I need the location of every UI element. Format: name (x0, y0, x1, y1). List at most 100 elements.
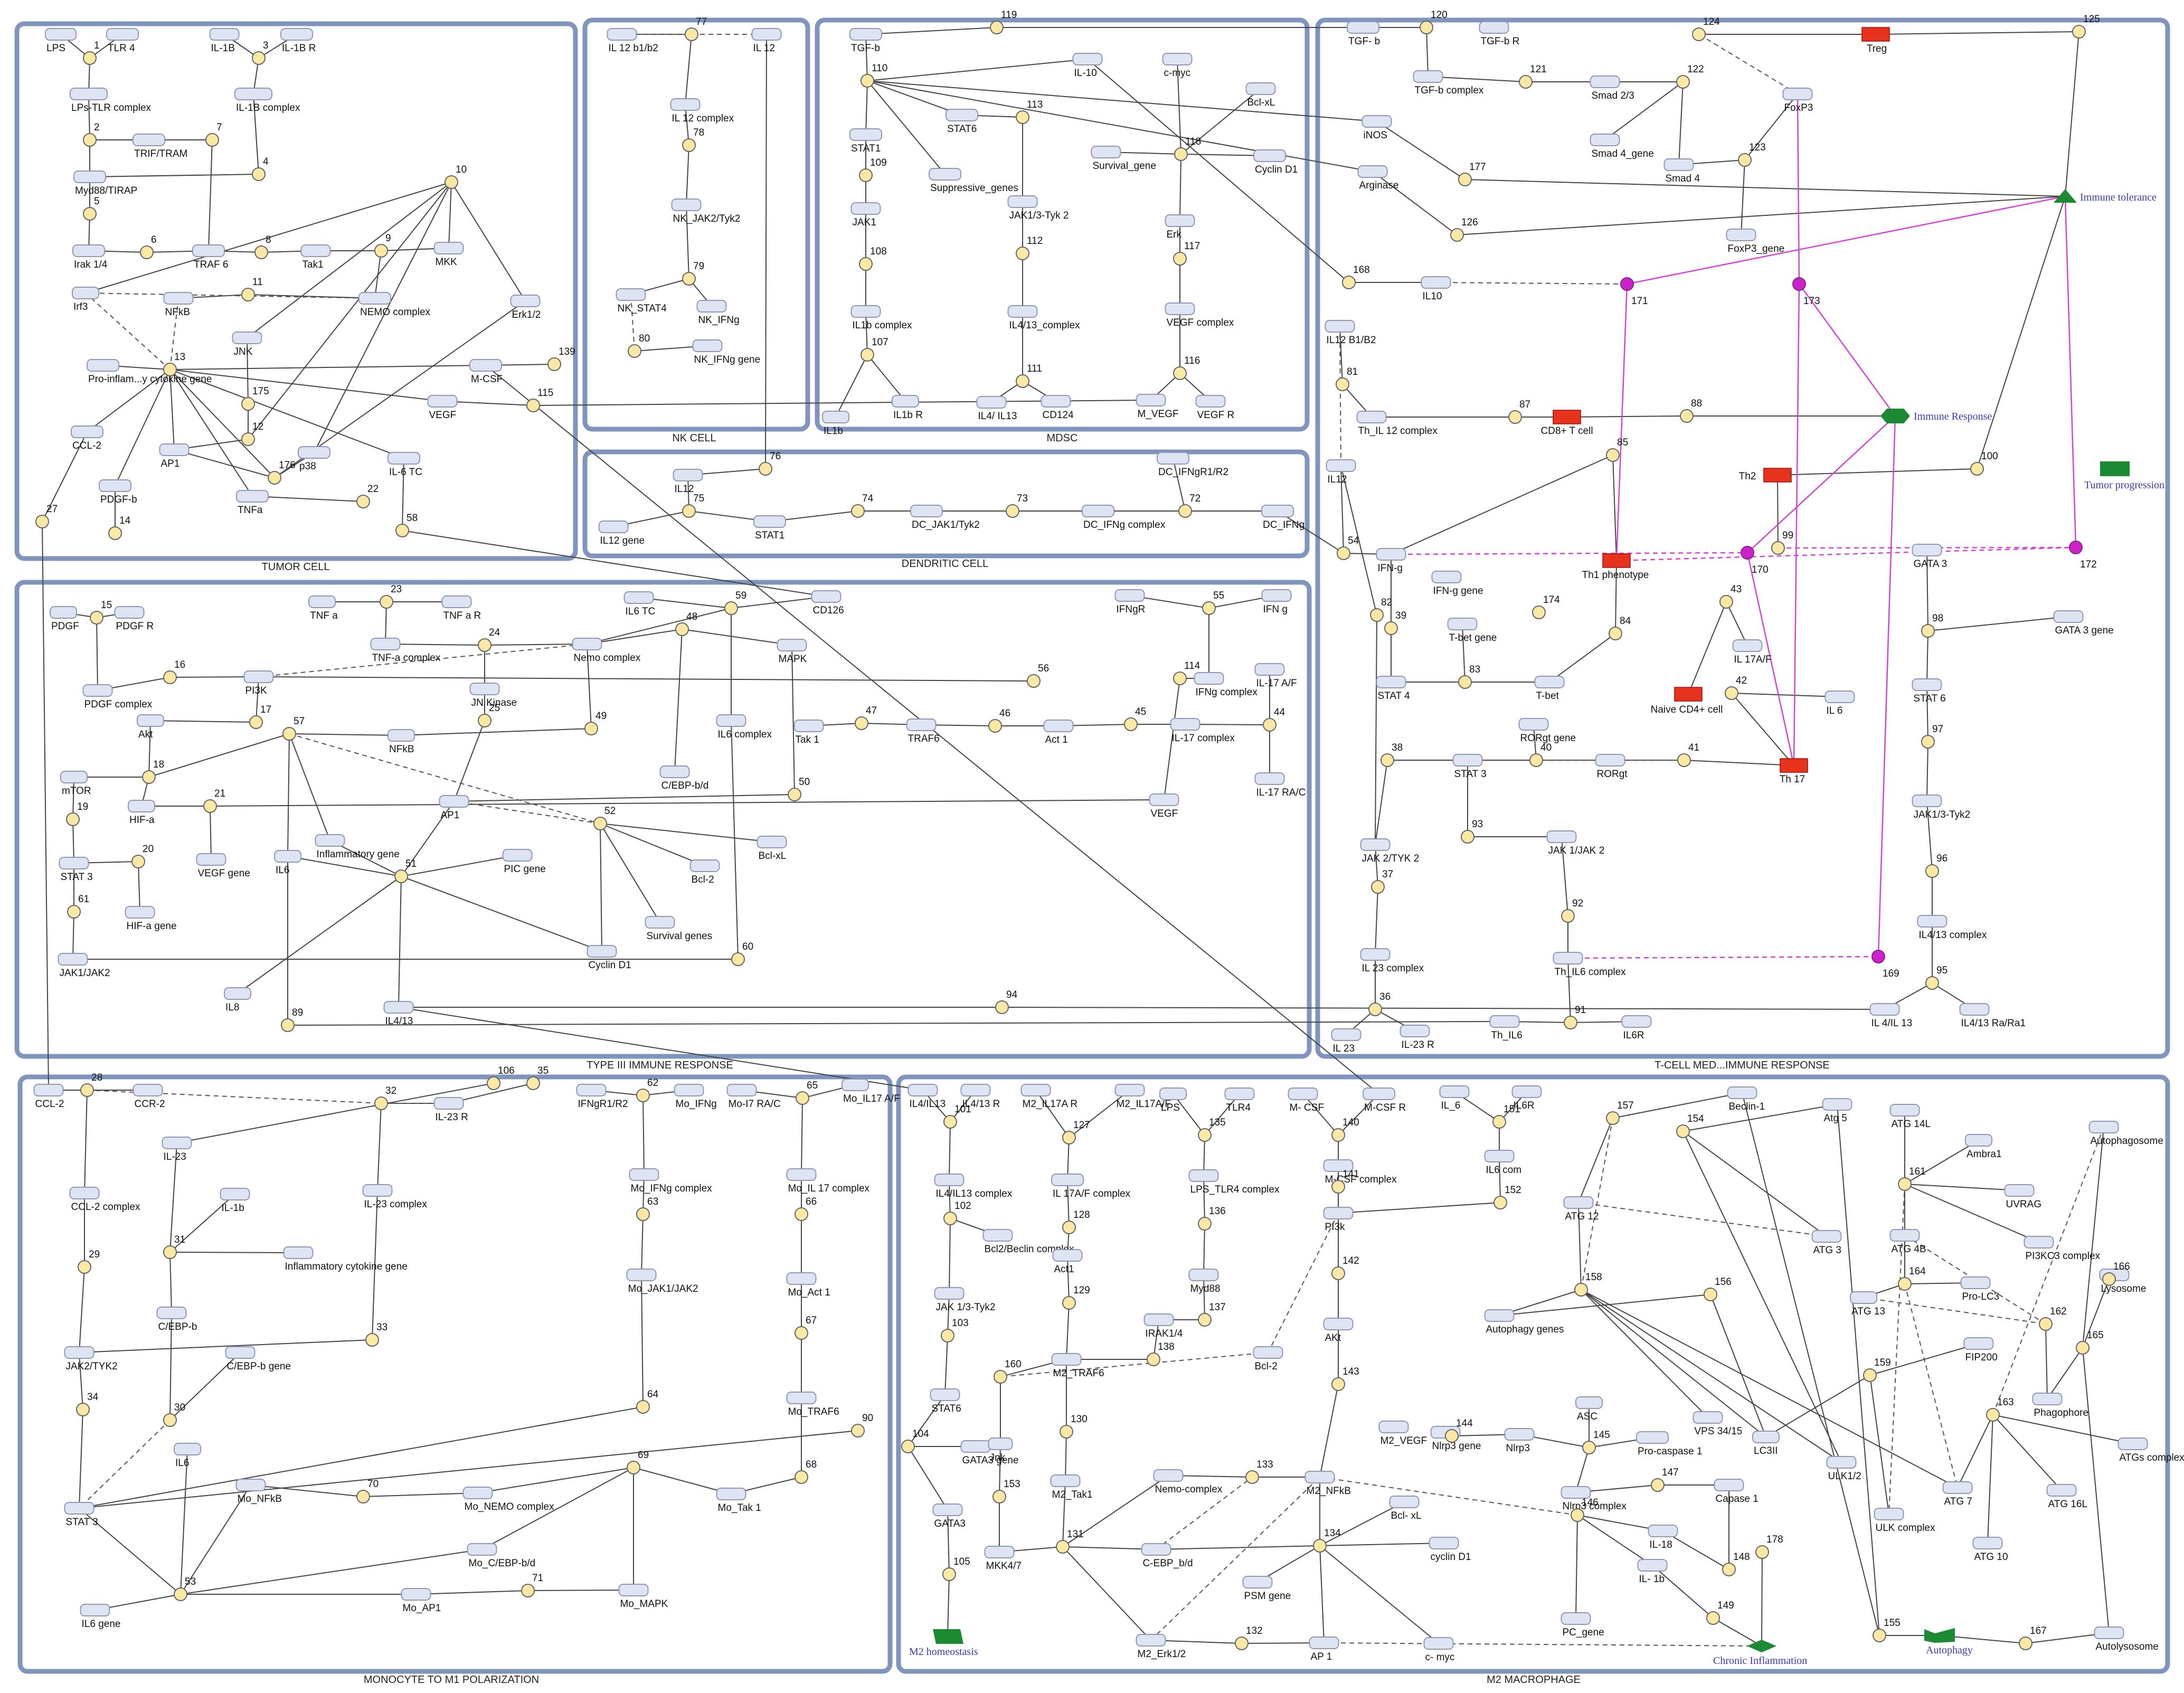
node-survg_3[interactable]: Survival genes (645, 916, 713, 942)
node-tak1_3[interactable]: Tak 1 (793, 720, 824, 745)
junction-92[interactable]: 92 (1561, 898, 1583, 923)
cell-th2[interactable]: Th2 (1739, 468, 1792, 483)
junction-133[interactable]: 133 (1245, 1459, 1273, 1484)
junction-39[interactable]: 39 (1384, 610, 1406, 635)
node-cd126[interactable]: CD126 (811, 590, 844, 616)
junction-22[interactable]: 22 (356, 484, 379, 508)
node-smad4[interactable]: Smad 4 (1663, 158, 1700, 184)
junction-67[interactable]: 67 (795, 1315, 817, 1340)
node-tbet[interactable]: T-bet (1534, 676, 1565, 702)
junction-117[interactable]: 117 (1173, 241, 1200, 266)
junction-100[interactable]: 100 (1970, 451, 1998, 476)
node-atg3[interactable]: ATG 3 (1811, 1230, 1842, 1256)
node-phago[interactable]: Phagophore (2032, 1393, 2089, 1418)
node-ap1_3[interactable]: AP1 (439, 795, 469, 821)
junction-106[interactable]: 106 (487, 1065, 515, 1090)
node-m2il17c[interactable]: IL 17A/F complex (1051, 1174, 1131, 1199)
node-pi3k_3[interactable]: PI3K (243, 670, 274, 696)
node-nfkb_t[interactable]: NFkB (163, 292, 194, 318)
node-ccl2c[interactable]: CCL-2 complex (69, 1187, 140, 1213)
node-m2lps[interactable]: LPS (1159, 1087, 1187, 1113)
junction-157[interactable]: 157 (1606, 1100, 1634, 1125)
junction-176[interactable]: 176 (268, 460, 296, 485)
junction-146[interactable]: 146 (1571, 1497, 1599, 1522)
node-il413_t[interactable]: IL 4/IL 13 (1869, 1003, 1913, 1029)
node-moact1[interactable]: Mo_Act 1 (786, 1272, 830, 1298)
junction-143[interactable]: 143 (1331, 1366, 1359, 1391)
junction-120[interactable]: 120 (1420, 10, 1448, 34)
junction-66[interactable]: 66 (795, 1196, 817, 1221)
node-monfkb[interactable]: Mo_NFkB (235, 1479, 282, 1505)
node-m2nfkb[interactable]: M2_NFkB (1304, 1471, 1351, 1497)
node-thil12c[interactable]: Th_IL 12 complex (1356, 411, 1438, 437)
node-il23c_t[interactable]: IL 23 complex (1360, 948, 1424, 974)
node-irf3[interactable]: Irf3 (72, 287, 99, 313)
junction-94[interactable]: 94 (995, 989, 1018, 1014)
node-m2lpstlr[interactable]: LPS_TLR4 complex (1188, 1169, 1280, 1195)
node-mojak[interactable]: Mo_JAK1/JAK2 (626, 1269, 698, 1294)
node-il23_t[interactable]: IL 23 (1331, 1028, 1362, 1054)
junction-63[interactable]: 63 (636, 1196, 658, 1221)
node-il12b1b2[interactable]: IL 12 b1/b2 (607, 28, 658, 54)
junction-93[interactable]: 93 (1461, 819, 1483, 844)
junction-98[interactable]: 98 (1921, 613, 1943, 638)
junction-137[interactable]: 137 (1198, 1302, 1226, 1327)
junction-85[interactable]: 85 (1606, 437, 1628, 462)
junction-147[interactable]: 147 (1651, 1467, 1679, 1492)
junction-13[interactable]: 13 (163, 352, 185, 376)
junction-72[interactable]: 72 (1178, 493, 1200, 518)
node-traf6_3[interactable]: TRAF6 (906, 718, 940, 744)
node-mtor[interactable]: mTOR (60, 771, 91, 797)
node-arg[interactable]: Arginase (1357, 165, 1399, 191)
node-m2cebp[interactable]: C-EBP_b/d (1141, 1543, 1193, 1569)
node-erk12[interactable]: Erk1/2 (510, 295, 541, 320)
node-smad4g[interactable]: Smad 4_gene (1590, 134, 1654, 159)
junction-58[interactable]: 58 (395, 513, 418, 537)
node-nkifngg[interactable]: NK_IFNg gene (692, 339, 761, 365)
node-il1bc_m[interactable]: IL1b complex (850, 305, 913, 331)
node-tnfa_3[interactable]: TNF a (308, 595, 338, 621)
node-tbetg[interactable]: T-bet gene (1447, 618, 1497, 644)
node-motraf6[interactable]: Mo_TRAF6 (786, 1392, 839, 1417)
node-bcl2_3[interactable]: Bcl-2 (689, 859, 720, 885)
junction-136[interactable]: 136 (1198, 1206, 1226, 1231)
junction-54[interactable]: 54 (1337, 535, 1359, 560)
node-dcifng[interactable]: DC_IFNg (1261, 505, 1304, 531)
junction-119[interactable]: 119 (990, 10, 1017, 34)
node-gata3_t[interactable]: GATA 3 (1912, 544, 1947, 570)
node-atg13[interactable]: ATG 13 (1850, 1291, 1885, 1317)
node-m2il6c[interactable]: IL6 com (1484, 1150, 1522, 1176)
node-m2akt[interactable]: AKt (1323, 1318, 1354, 1344)
junction-104[interactable]: 104 (901, 1429, 929, 1453)
junction-152[interactable]: 152 (1493, 1185, 1521, 1209)
node-il1b_mo[interactable]: IL-1b (220, 1188, 250, 1214)
junction-109[interactable]: 109 (859, 157, 887, 182)
junction-25[interactable]: 25 (478, 703, 500, 727)
junction-131[interactable]: 131 (1056, 1529, 1084, 1554)
node-pcg[interactable]: PC_gene (1561, 1612, 1604, 1638)
junction-52[interactable]: 52 (593, 806, 616, 830)
node-moifngc[interactable]: Mo_IFNg complex (629, 1168, 713, 1194)
junction-16[interactable]: 16 (163, 659, 185, 684)
junction-46[interactable]: 46 (988, 708, 1010, 733)
node-il413_3[interactable]: IL4/13 (383, 1001, 414, 1027)
node-il12_nk[interactable]: IL 12 (751, 28, 782, 54)
junction-27[interactable]: 27 (35, 504, 58, 528)
junction-124[interactable]: 124 (1692, 16, 1720, 41)
junction-57[interactable]: 57 (282, 716, 305, 741)
node-gata3g_t[interactable]: GATA 3 gene (2053, 610, 2114, 636)
node-vegf_t[interactable]: VEGF (427, 395, 458, 421)
node-m2myd88[interactable]: Myd88 (1188, 1269, 1221, 1294)
junction-48[interactable]: 48 (675, 611, 697, 636)
junction-97[interactable]: 97 (1921, 724, 1943, 749)
junction-134[interactable]: 134 (1313, 1528, 1341, 1553)
junction-10[interactable]: 10 (445, 164, 467, 189)
node-infg_3[interactable]: Inflammatory gene (315, 834, 400, 860)
node-stat4_t[interactable]: STAT 4 (1376, 676, 1411, 702)
node-trif[interactable]: TRIF/TRAM (133, 134, 187, 159)
node-il23c_mo[interactable]: IL-23 complex (362, 1184, 428, 1210)
node-m2tak1[interactable]: M2_Tak1 (1050, 1474, 1093, 1500)
node-nemo_3[interactable]: Nemo complex (572, 638, 641, 664)
node-cebpbg[interactable]: C/EBP-b gene (225, 1346, 291, 1372)
junction-115[interactable]: 115 (526, 387, 553, 412)
